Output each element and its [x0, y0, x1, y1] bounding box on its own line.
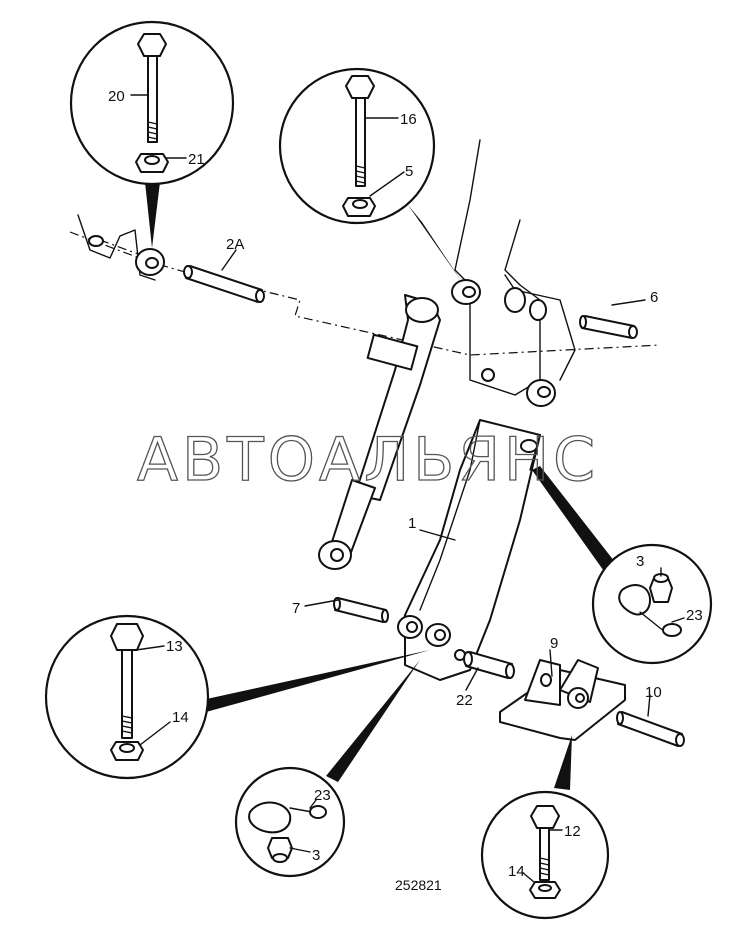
grease-nipple-icon — [267, 837, 293, 863]
part-labels: 20 21 16 5 2A 6 1 3 23 7 9 13 14 22 10 2… — [108, 88, 703, 880]
bracket-icon — [499, 659, 626, 741]
bolt-icon — [137, 33, 167, 143]
grease-nipple-icon — [649, 573, 673, 603]
label-10: 10 — [645, 684, 662, 701]
pin-22-icon — [463, 651, 515, 679]
pin-7-icon — [333, 597, 389, 623]
label-3-lower: 3 — [312, 847, 320, 864]
label-23-lower: 23 — [314, 787, 331, 804]
nut-icon — [135, 153, 169, 173]
hydraulic-ram-icon — [318, 294, 441, 570]
detail-circle-grease-upper — [591, 543, 713, 665]
drawing-number: 252821 — [395, 877, 442, 893]
nut-icon — [342, 197, 376, 217]
detail-circle-bolt-16 — [278, 67, 436, 225]
label-6: 6 — [650, 289, 658, 306]
nut-icon — [110, 741, 144, 761]
label-2a: 2A — [226, 236, 244, 253]
label-21: 21 — [188, 151, 205, 168]
bolt-icon — [345, 75, 375, 187]
label-1: 1 — [408, 515, 416, 532]
bolt-icon — [530, 805, 560, 881]
label-14-left: 14 — [172, 709, 189, 726]
label-5: 5 — [405, 163, 413, 180]
label-20: 20 — [108, 88, 125, 105]
callout-wedges — [145, 182, 618, 790]
label-7: 7 — [292, 600, 300, 617]
frame-bracket-upper — [451, 139, 576, 407]
lever-arm-icon — [397, 419, 541, 681]
watermark-text: АВТОАЛЬЯНС — [137, 425, 599, 495]
nut-icon — [529, 881, 561, 899]
label-16: 16 — [400, 111, 417, 128]
label-13: 13 — [166, 638, 183, 655]
label-3-upper: 3 — [636, 553, 644, 570]
detail-circle-grease-lower — [234, 766, 346, 878]
detail-circle-bolt-13 — [44, 614, 210, 780]
pin-10-icon — [616, 711, 685, 747]
detail-circle-bolt-20 — [69, 20, 235, 186]
label-22: 22 — [456, 692, 473, 709]
leader-lines — [221, 249, 651, 717]
pin-6-icon — [579, 315, 638, 339]
label-12: 12 — [564, 823, 581, 840]
frame-fragment-left — [77, 214, 165, 281]
label-23-upper: 23 — [686, 607, 703, 624]
label-14-right: 14 — [508, 863, 525, 880]
detail-circle-bolt-12 — [480, 790, 610, 920]
label-9: 9 — [550, 635, 558, 652]
pin-2a-icon — [183, 265, 265, 303]
